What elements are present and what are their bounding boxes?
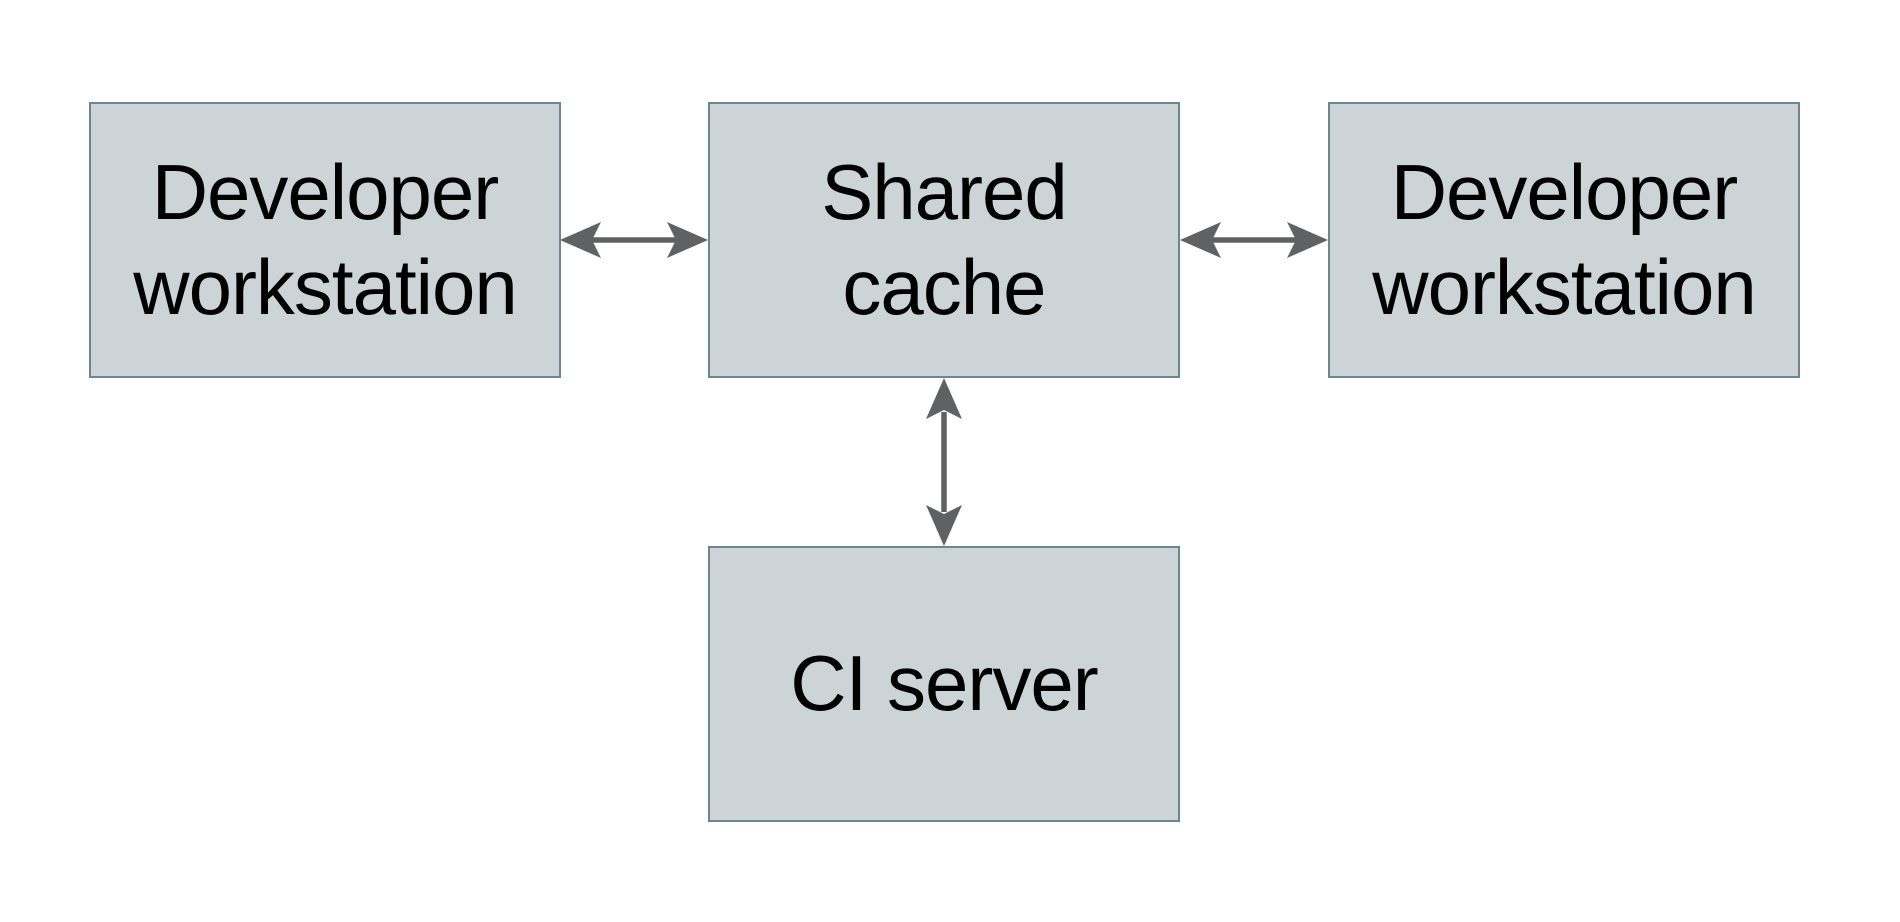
arrowhead-right-icon: [667, 222, 708, 258]
workstation-left-cache-arrow: [560, 218, 708, 262]
developer-workstation-right-node: Developer workstation: [1328, 102, 1800, 378]
arrowhead-left-icon: [1180, 222, 1221, 258]
bidirectional-vertical-arrow-icon: [926, 378, 962, 546]
shared-cache-node: Shared cache: [708, 102, 1180, 378]
bidirectional-horizontal-arrow-icon: [1180, 222, 1328, 258]
shared-cache-label: Shared cache: [821, 147, 1068, 331]
bidirectional-horizontal-arrow-icon: [560, 222, 708, 258]
arrowhead-left-icon: [560, 222, 601, 258]
arrowhead-right-icon: [1287, 222, 1328, 258]
developer-workstation-left-label: Developer workstation: [133, 147, 517, 331]
cache-ci-server-arrow: [922, 378, 966, 546]
arrowhead-up-icon: [926, 378, 962, 419]
developer-workstation-right-label: Developer workstation: [1372, 147, 1756, 331]
ci-server-node: CI server: [708, 546, 1180, 822]
cache-workstation-right-arrow: [1180, 218, 1328, 262]
developer-workstation-left-node: Developer workstation: [89, 102, 561, 378]
ci-server-label: CI server: [790, 639, 1098, 728]
arrowhead-down-icon: [926, 505, 962, 546]
